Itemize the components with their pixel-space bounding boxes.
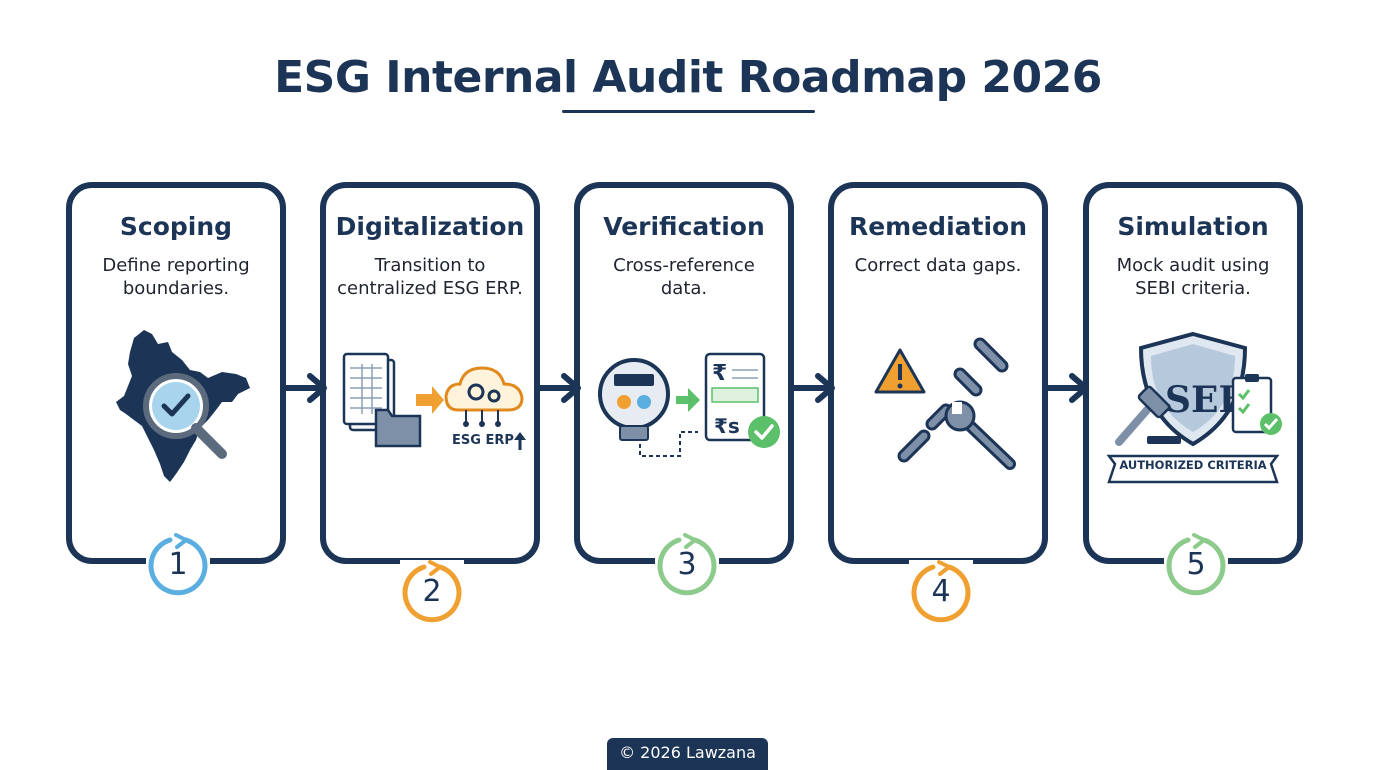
step-badge-4: 4 bbox=[909, 560, 973, 624]
description-line: Define reporting bbox=[102, 255, 250, 276]
icon-label: AUTHORIZED CRITERIA bbox=[1119, 458, 1267, 472]
arrow-right-icon bbox=[284, 373, 327, 403]
icon-label: ESG ERP bbox=[452, 433, 514, 448]
stage-title: Verification bbox=[603, 212, 765, 241]
arrow-right-icon bbox=[792, 373, 835, 403]
step-badge-3: 3 bbox=[655, 533, 719, 597]
stage-title: Digitalization bbox=[335, 212, 525, 241]
cycle-arrow-icon bbox=[657, 533, 717, 596]
stage-card-simulation: Simulation Mock audit using SEBI criteri… bbox=[1083, 182, 1303, 564]
stage-title: Simulation bbox=[1117, 212, 1269, 241]
cycle-arrow-icon bbox=[911, 560, 971, 623]
stage-card-verification: Verification Cross-reference data. ₹ ₹s bbox=[574, 182, 794, 564]
description-line: boundaries. bbox=[122, 278, 230, 299]
stage-card-scoping: Scoping Define reporting boundaries. bbox=[66, 182, 286, 564]
description-line: centralized ESG ERP. bbox=[337, 278, 523, 299]
step-number: 3 bbox=[677, 547, 697, 582]
step-badge-5: 5 bbox=[1164, 533, 1228, 597]
description-line: Cross-reference bbox=[613, 255, 755, 276]
arrow-right-icon bbox=[1046, 373, 1089, 403]
footer-copyright: © 2026 Lawzana bbox=[607, 738, 768, 770]
sebi-shield-gavel-icon: SEBI bbox=[1106, 331, 1282, 484]
step-number: 4 bbox=[931, 574, 951, 609]
stage-description: Transition to centralized ESG ERP. bbox=[334, 254, 526, 300]
broken-chain-wrench-icon bbox=[874, 337, 1016, 470]
page-title: ESG Internal Audit Roadmap 2026 bbox=[274, 52, 1102, 103]
stage-description: Correct data gaps. bbox=[842, 254, 1034, 277]
stage-description: Mock audit using SEBI criteria. bbox=[1097, 254, 1289, 300]
stage-card-remediation: Remediation Correct data gaps. bbox=[828, 182, 1048, 564]
cloud-erp-icon bbox=[342, 352, 526, 450]
step-number: 1 bbox=[168, 547, 188, 582]
description-line: SEBI criteria. bbox=[1135, 278, 1251, 299]
step-badge-1: 1 bbox=[146, 533, 210, 597]
india-map-magnifier-icon bbox=[116, 330, 250, 482]
description-line: data. bbox=[660, 278, 708, 299]
title-underline bbox=[562, 110, 815, 113]
description-line: Correct data gaps. bbox=[854, 255, 1022, 276]
description-line: Transition to bbox=[374, 255, 486, 276]
meter-invoice-icon: ₹ bbox=[598, 352, 780, 457]
stage-description: Cross-reference data. bbox=[588, 254, 780, 300]
stage-title: Scoping bbox=[119, 212, 233, 241]
step-badge-2: 2 bbox=[400, 560, 464, 624]
arrow-right-icon bbox=[538, 373, 581, 403]
step-number: 5 bbox=[1186, 547, 1206, 582]
step-number: 2 bbox=[422, 574, 442, 609]
cycle-arrow-icon bbox=[148, 533, 208, 596]
svg-text:₹: ₹ bbox=[712, 361, 727, 386]
cycle-arrow-icon bbox=[1166, 533, 1226, 596]
stage-title: Remediation bbox=[848, 212, 1028, 241]
stage-card-digitalization: Digitalization Transition to centralized… bbox=[320, 182, 540, 564]
description-line: Mock audit using bbox=[1116, 255, 1270, 276]
stage-description: Define reporting boundaries. bbox=[80, 254, 272, 300]
icon-label: ₹s bbox=[714, 414, 740, 438]
cycle-arrow-icon bbox=[402, 560, 462, 623]
